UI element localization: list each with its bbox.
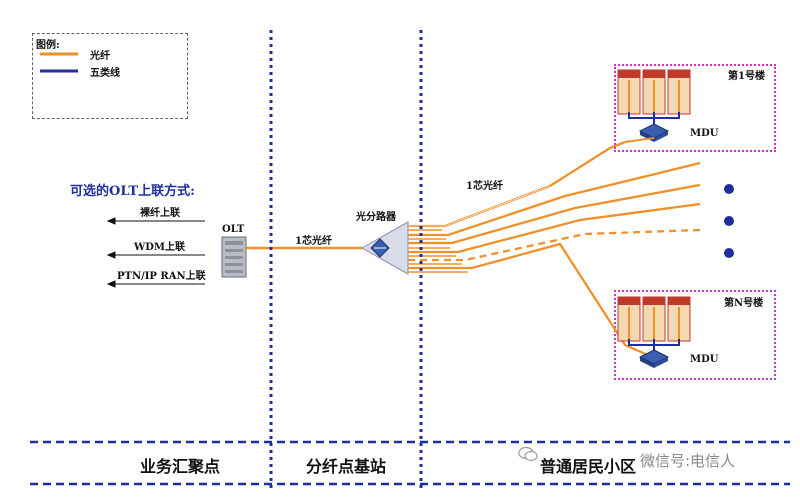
uplink-title: 可选的OLT上联方式: <box>70 184 195 199</box>
building-n-mdu-icon <box>638 349 670 368</box>
drop-fiber-return-lines <box>408 229 468 273</box>
building-1-feeder <box>624 137 655 143</box>
legend-title: 图例: <box>36 40 60 51</box>
uplink-arrows <box>106 217 205 288</box>
watermark: 微信号:电信人 <box>640 452 736 470</box>
zone-label-fiber-split-site: 分纤点基站 <box>306 457 387 476</box>
uplink-option-bare-fiber: 裸纤上联 <box>140 208 180 219</box>
building-n-mdu-label: MDU <box>690 354 719 365</box>
uplink-option-ptn: PTN/IP RAN上联 <box>117 271 206 282</box>
legend-cat5-swatch <box>40 69 78 73</box>
zone-label-residential: 普通居民小区 <box>540 457 637 476</box>
zone-band-lines <box>30 440 790 486</box>
building-1-label: 第1号楼 <box>728 71 765 82</box>
splitter-icon <box>370 238 390 258</box>
drop-fiber-label: 1芯光纤 <box>466 181 503 192</box>
building-1-frame <box>614 64 776 152</box>
building-n-frame <box>614 290 776 380</box>
more-buildings-dots <box>724 184 734 258</box>
uplink-option-wdm: WDM上联 <box>134 242 185 253</box>
legend-box <box>32 33 188 119</box>
building-1-cat5 <box>628 112 680 124</box>
zone-label-aggregation: 业务汇聚点 <box>140 457 221 476</box>
feeder-fiber-label: 1芯光纤 <box>295 236 332 247</box>
drop-fibers <box>408 140 701 358</box>
wechat-watermark-icon <box>518 446 538 462</box>
legend-cat5-label: 五类线 <box>90 68 120 79</box>
building-n-apartments <box>617 296 691 342</box>
building-n-cat5 <box>628 339 680 350</box>
olt-label: OLT <box>222 224 245 235</box>
splitter-label: 光分路器 <box>356 212 396 223</box>
olt-device-icon <box>221 236 247 278</box>
legend-fiber-label: 光纤 <box>90 51 110 62</box>
building-n-label: 第N号楼 <box>724 298 764 309</box>
building-1-apartments <box>617 69 691 115</box>
building-1-mdu-label: MDU <box>690 128 719 139</box>
legend-fiber-swatch <box>40 52 78 56</box>
